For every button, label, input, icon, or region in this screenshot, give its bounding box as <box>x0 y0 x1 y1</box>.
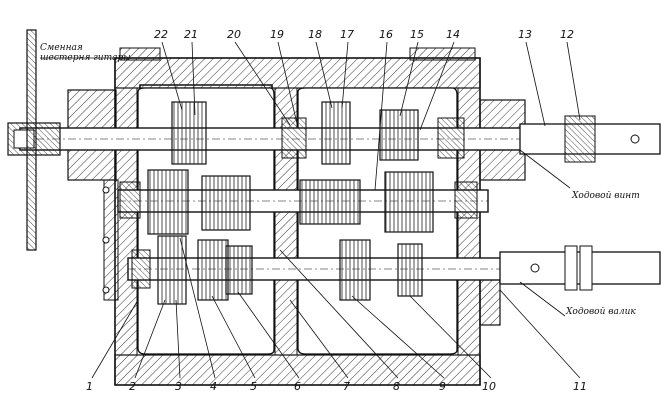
callout-1: 1 <box>86 380 93 393</box>
lead-screw-output <box>519 115 661 163</box>
callout-6: 6 <box>294 380 301 393</box>
callout-13: 13 <box>518 28 532 41</box>
callout-numbers-top: 22 21 20 19 18 17 16 15 14 13 12 <box>154 28 574 41</box>
callout-17: 17 <box>340 28 354 41</box>
callout-18-left: 18 <box>308 28 322 41</box>
callout-22: 22 <box>154 28 168 41</box>
callout-11: 11 <box>573 380 587 393</box>
callout-3: 3 <box>175 380 182 393</box>
callout-20: 20 <box>227 28 241 41</box>
feed-shaft-output <box>499 245 661 291</box>
annotation-labels: Сменная шестерня гитары Ходовой винт Ход… <box>40 43 640 317</box>
callout-15: 15 <box>410 28 424 41</box>
callout-numbers-bottom: 1 2 3 4 5 6 7 8 9 10 11 <box>86 380 587 393</box>
callout-7: 7 <box>343 380 350 393</box>
callout-16: 16 <box>379 28 393 41</box>
callout-4: 4 <box>210 380 217 393</box>
callout-5: 5 <box>250 380 257 393</box>
callout-12: 12 <box>560 28 574 41</box>
leader-lines <box>40 41 581 379</box>
gear-change-note-line2: шестерня гитары <box>40 53 131 63</box>
feed-shaft-label: Ходовой валик <box>565 307 636 317</box>
gear-change-note-line1: Сменная <box>40 43 83 53</box>
callout-14: 14 <box>446 28 460 41</box>
lead-screw-label: Ходовой винт <box>571 191 640 201</box>
callout-21: 21 <box>184 28 198 41</box>
callout-10: 10 <box>482 380 496 393</box>
callout-19: 19 <box>270 28 284 41</box>
callout-9: 9 <box>439 380 446 393</box>
callout-2: 2 <box>129 380 136 393</box>
callout-8: 8 <box>393 380 400 393</box>
change-gear-wheel <box>26 29 37 251</box>
